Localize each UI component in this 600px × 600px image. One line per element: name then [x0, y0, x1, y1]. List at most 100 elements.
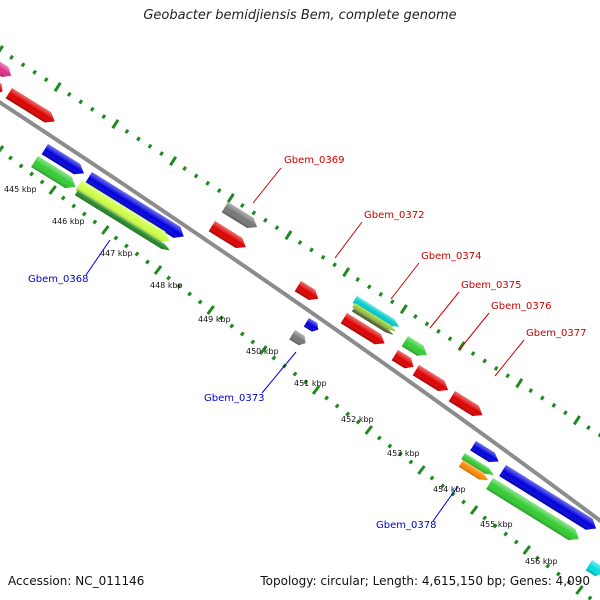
inner-tick	[176, 283, 182, 289]
gene-feature-olive	[352, 303, 397, 332]
gene-label-gbem_0378[interactable]: Gbem_0378	[376, 520, 436, 531]
inner-tick	[48, 185, 57, 195]
gene-feature-red	[448, 391, 483, 416]
gene-feature-magenta	[0, 58, 12, 78]
kbp-label: 445 kbp	[4, 185, 37, 194]
label-leader-line	[252, 167, 282, 204]
outer-tick	[378, 291, 384, 297]
outer-tick	[424, 321, 430, 327]
outer-tick	[457, 341, 466, 352]
gene-feature-green	[31, 156, 76, 189]
gene-feature-blue	[470, 441, 499, 462]
label-leader-line	[494, 339, 525, 377]
outer-tick	[0, 44, 4, 53]
kbp-label: 449 kbp	[198, 315, 231, 324]
inner-tick	[503, 531, 509, 537]
gene-label-gbem_0374[interactable]: Gbem_0374	[421, 251, 481, 262]
outer-tick	[320, 254, 326, 260]
inner-tick	[492, 523, 498, 529]
gene-feature-red	[340, 313, 385, 345]
inner-tick	[39, 179, 45, 185]
outer-tick	[284, 230, 293, 241]
label-leader-line	[85, 239, 111, 276]
inner-tick	[345, 411, 351, 417]
inner-tick	[417, 465, 426, 475]
label-leader-line	[390, 262, 420, 300]
inner-tick	[355, 419, 361, 425]
outer-tick	[551, 402, 557, 408]
gene-feature-red	[0, 78, 3, 95]
gene-feature-orange	[458, 460, 489, 481]
outer-tick	[78, 99, 84, 105]
kbp-label: 447 kbp	[100, 249, 133, 258]
inner-tick	[250, 339, 256, 345]
inner-tick	[334, 403, 340, 409]
outer-tick	[216, 188, 222, 194]
outer-tick	[111, 119, 120, 130]
outer-tick	[169, 156, 178, 167]
inner-tick	[271, 355, 277, 361]
map-title: Geobacter bemidjiensis Bem, complete gen…	[143, 8, 457, 23]
gene-label-gbem_0375[interactable]: Gbem_0375	[461, 280, 521, 291]
gene-feature-cyan	[352, 296, 400, 327]
outer-tick	[239, 202, 245, 208]
inner-tick	[450, 491, 456, 497]
kbp-label: 456 kbp	[525, 557, 558, 566]
kbp-label: 448 kbp	[150, 281, 183, 290]
outer-tick	[332, 262, 337, 268]
gene-labels: Gbem_0368Gbem_0369Gbem_0372Gbem_0373Gbem…	[28, 155, 586, 531]
outer-tick	[586, 425, 591, 431]
outer-tick	[182, 165, 187, 171]
outer-tick	[101, 114, 107, 120]
inner-tick	[566, 579, 572, 585]
outer-tick	[355, 277, 361, 283]
outer-tick	[43, 77, 49, 83]
gene-feature-cyan	[585, 560, 600, 577]
kbp-label: 446 kbp	[52, 217, 85, 226]
gene-label-gbem_0368[interactable]: Gbem_0368	[28, 274, 88, 285]
outer-tick	[20, 62, 26, 68]
inner-tick	[153, 265, 163, 275]
gene-feature-red	[5, 88, 55, 123]
outer-tick	[251, 210, 257, 216]
accession-label: Accession: NC_011146	[8, 574, 145, 588]
gene-label-gbem_0373[interactable]: Gbem_0373	[204, 393, 264, 404]
inner-tick	[292, 371, 298, 377]
outer-tick	[342, 267, 351, 278]
genome-backbone	[0, 100, 600, 524]
inner-tick	[197, 299, 203, 305]
inner-tick	[8, 155, 13, 161]
inner-tick	[324, 395, 330, 401]
inner-tick	[364, 425, 373, 435]
inner-tick	[587, 595, 593, 600]
label-leader-line	[432, 485, 459, 522]
label-leader-line	[334, 221, 363, 259]
inner-tick	[18, 163, 24, 169]
gene-label-gbem_0376[interactable]: Gbem_0376	[491, 301, 551, 312]
gene-features	[0, 58, 600, 577]
outer-tick	[447, 336, 453, 342]
kbp-label: 452 kbp	[341, 415, 374, 424]
gene-label-gbem_0377[interactable]: Gbem_0377	[526, 328, 586, 339]
inner-tick	[166, 275, 171, 281]
outer-tick	[297, 240, 303, 245]
outer-tick	[597, 432, 600, 438]
gene-feature-green	[401, 336, 427, 356]
gene-label-gbem_0372[interactable]: Gbem_0372	[364, 210, 424, 221]
inner-tick	[0, 145, 5, 153]
outer-tick	[159, 151, 164, 157]
inner-tick	[513, 539, 519, 545]
inner-tick	[81, 211, 87, 217]
gene-label-gbem_0369[interactable]: Gbem_0369	[284, 155, 344, 166]
outer-tick	[399, 304, 408, 315]
gene-feature-green	[461, 453, 494, 475]
inner-tick	[303, 379, 308, 385]
gene-feature-yellowgreen	[75, 180, 169, 242]
label-leaders	[85, 167, 525, 522]
gene-feature-blue	[85, 172, 184, 238]
inner-tick	[575, 585, 584, 595]
inner-tick	[71, 203, 77, 209]
kbp-label: 455 kbp	[480, 520, 513, 529]
